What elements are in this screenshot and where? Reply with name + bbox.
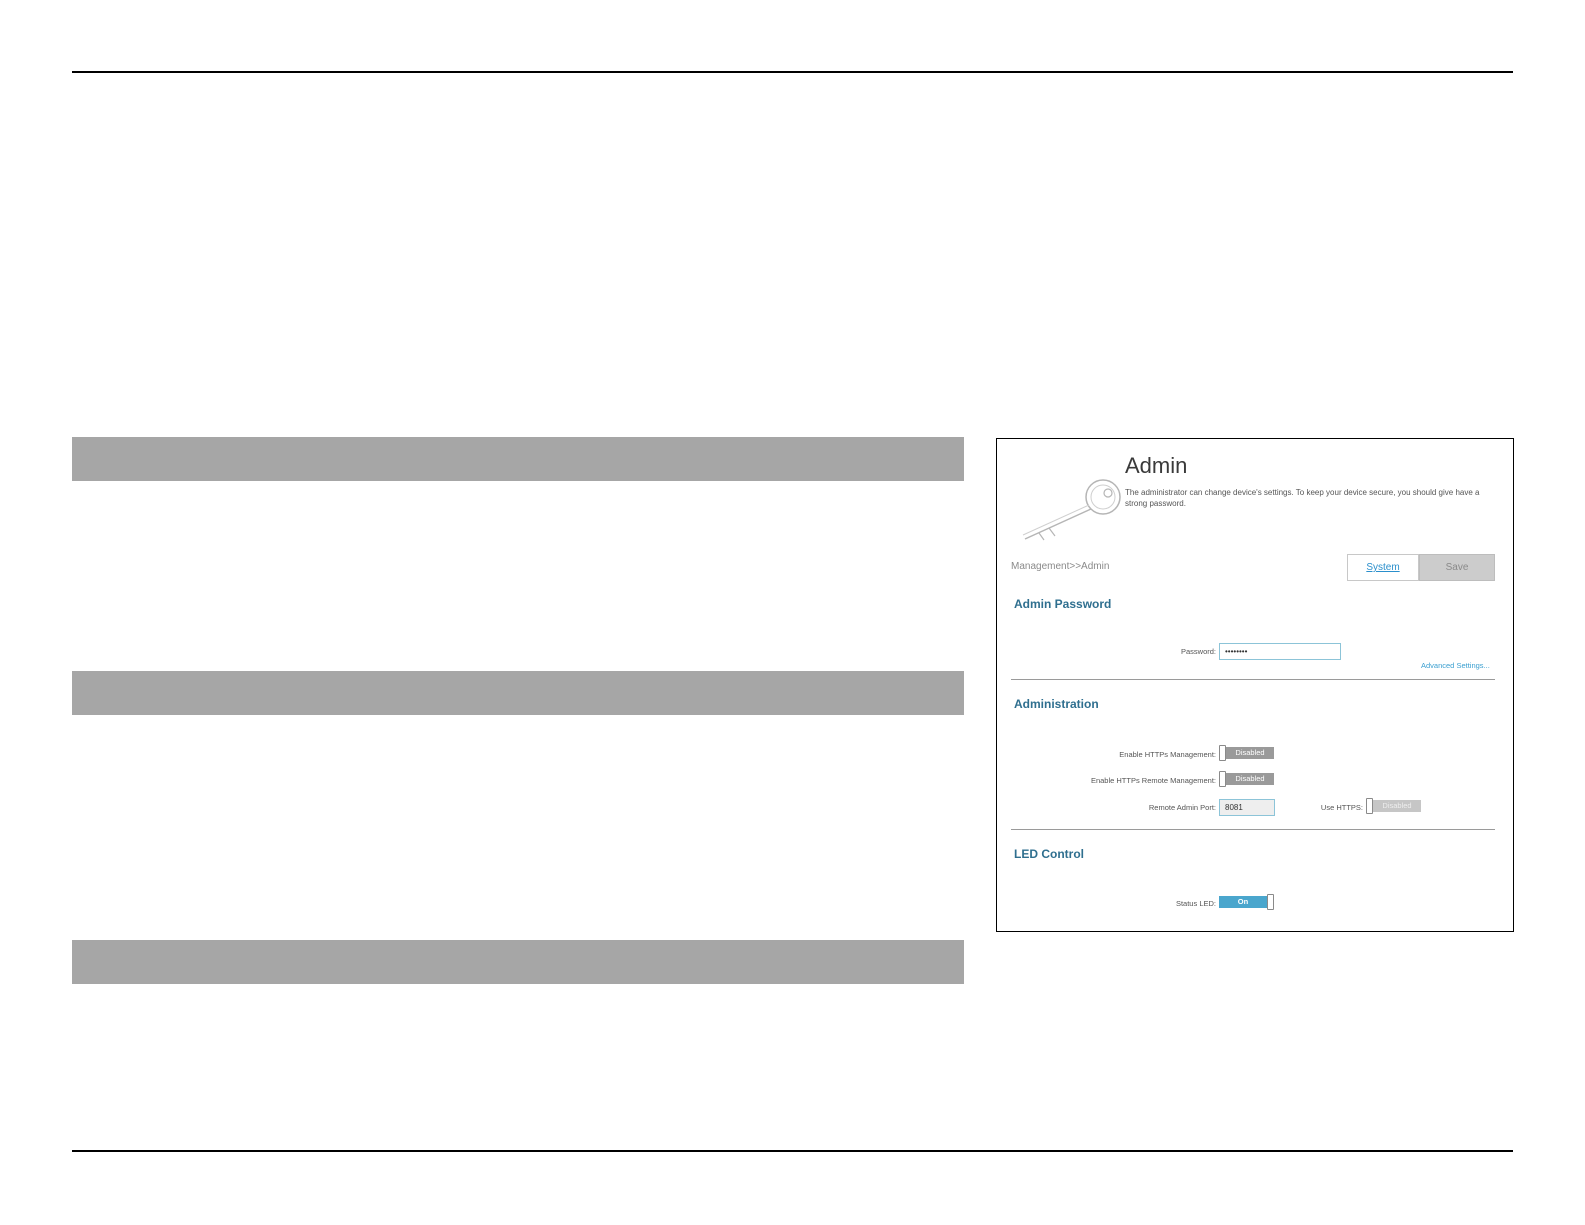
- toggle-state: Disabled: [1373, 800, 1421, 812]
- save-button[interactable]: Save: [1419, 554, 1495, 581]
- admin-password-heading: Admin Password: [1014, 597, 1112, 611]
- toggle-state: On: [1219, 896, 1267, 908]
- https-management-toggle[interactable]: Disabled: [1219, 745, 1274, 761]
- bottom-rule: [72, 1150, 1513, 1152]
- breadcrumb: Management>>Admin: [1011, 561, 1110, 572]
- page-description: The administrator can change device's se…: [1125, 488, 1480, 508]
- toggle-knob: [1219, 745, 1226, 761]
- advanced-settings-link[interactable]: Advanced Settings...: [1421, 661, 1490, 670]
- remote-admin-port-label: Remote Admin Port:: [1148, 803, 1216, 812]
- key-icon: [1022, 479, 1121, 541]
- password-label: Password:: [1180, 647, 1216, 656]
- led-control-heading: LED Control: [1014, 847, 1084, 861]
- toggle-knob: [1366, 798, 1373, 814]
- toggle-state: Disabled: [1226, 773, 1274, 785]
- use-https-label: Use HTTPS:: [1320, 803, 1363, 812]
- remote-admin-port-field[interactable]: 8081: [1219, 799, 1275, 816]
- https-remote-management-label: Enable HTTPs Remote Management:: [1090, 776, 1216, 785]
- status-led-toggle[interactable]: On: [1219, 894, 1274, 910]
- toggle-state: Disabled: [1226, 747, 1274, 759]
- page-title: Admin: [1125, 453, 1188, 478]
- section-bar-2: [72, 671, 964, 715]
- admin-screenshot-panel: Admin The administrator can change devic…: [996, 438, 1514, 932]
- toggle-knob: [1267, 894, 1274, 910]
- use-https-toggle[interactable]: Disabled: [1366, 798, 1421, 814]
- toggle-knob: [1219, 771, 1226, 787]
- https-remote-management-toggle[interactable]: Disabled: [1219, 771, 1274, 787]
- administration-heading: Administration: [1014, 697, 1099, 711]
- section-bar-1: [72, 437, 964, 481]
- divider: [1011, 679, 1495, 680]
- status-led-label: Status LED:: [1175, 899, 1216, 908]
- https-management-label: Enable HTTPs Management:: [1119, 750, 1216, 759]
- divider: [1011, 829, 1495, 830]
- password-field[interactable]: ••••••••: [1219, 643, 1341, 660]
- top-rule: [72, 71, 1513, 73]
- system-button[interactable]: System: [1347, 554, 1419, 581]
- section-bar-3: [72, 940, 964, 984]
